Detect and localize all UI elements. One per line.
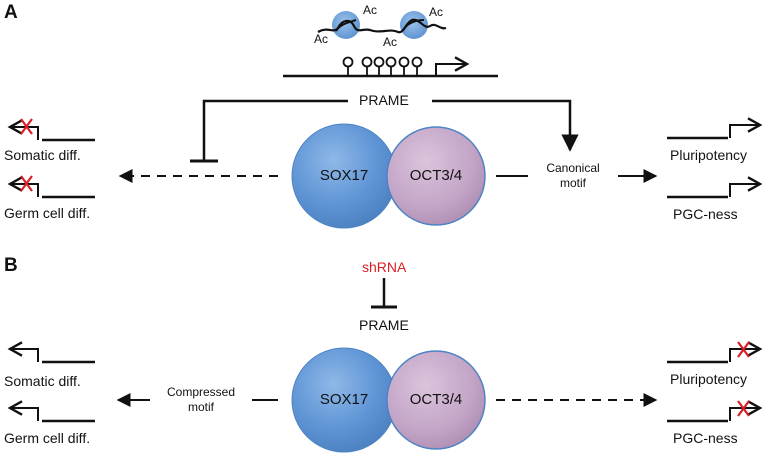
germ-cell-gene-a xyxy=(7,175,95,199)
pgc-ness-label-a: PGC-ness xyxy=(673,206,738,222)
motif-line-2: motif xyxy=(559,176,586,190)
shrna-inhibition xyxy=(371,278,397,309)
red-x-icon xyxy=(20,118,33,135)
pluripotency-label-a: Pluripotency xyxy=(670,147,748,163)
pluripotency-gene-a xyxy=(667,117,763,140)
acetyl-label: Ac xyxy=(363,3,378,17)
promoter-arrow xyxy=(435,56,470,76)
pluripotency-label-b: Pluripotency xyxy=(670,371,748,387)
acetyl-label: Ac xyxy=(314,32,329,46)
compressed-motif-label: Compressed motif xyxy=(152,385,250,415)
sox17-oct34-complex-a xyxy=(291,123,486,229)
nucleosome-2 xyxy=(400,11,428,39)
motif-line-1: Compressed xyxy=(166,385,236,399)
cpg-lollipops xyxy=(342,56,423,76)
motif-line-1: Canonical xyxy=(546,161,600,175)
prame-label-a: PRAME xyxy=(357,92,411,108)
panel-label-a: A xyxy=(4,2,18,23)
oct34-circle-b xyxy=(386,350,486,450)
chromatin-illustration xyxy=(317,11,447,39)
pluripotency-gene-b xyxy=(667,341,763,364)
somatic-gene-a xyxy=(7,118,95,142)
sox17-label-a: SOX17 xyxy=(319,167,369,184)
prame-label-b: PRAME xyxy=(359,317,409,333)
acetyl-label: Ac xyxy=(429,5,444,19)
prame-gene-locus xyxy=(283,56,498,78)
panel-label-b: B xyxy=(4,255,18,276)
pgc-gene-b xyxy=(667,400,763,423)
prame-regulation-lines-a xyxy=(190,99,579,163)
shrna-label: shRNA xyxy=(362,259,407,275)
red-x-icon xyxy=(737,400,750,417)
somatic-gene-b xyxy=(7,341,95,364)
germ-cell-diff-label-b: Germ cell diff. xyxy=(4,430,91,446)
sox17-oct34-complex-b xyxy=(291,347,486,453)
sox17-label-b: SOX17 xyxy=(319,391,369,408)
somatic-diff-label-a: Somatic diff. xyxy=(4,147,81,163)
pgc-ness-label-b: PGC-ness xyxy=(673,430,738,446)
oct34-circle-a xyxy=(386,126,486,226)
nucleosome-1 xyxy=(332,11,360,39)
germ-cell-gene-b xyxy=(7,400,95,423)
pgc-gene-a xyxy=(667,176,763,199)
canonical-motif-label: Canonical motif xyxy=(528,161,618,191)
red-x-icon xyxy=(20,175,33,192)
germ-cell-diff-label-a: Germ cell diff. xyxy=(4,205,91,221)
red-x-icon xyxy=(737,341,750,358)
somatic-diff-label-b: Somatic diff. xyxy=(4,373,81,389)
oct34-label-a: OCT3/4 xyxy=(409,167,463,184)
dna-strand xyxy=(317,18,447,34)
oct34-label-b: OCT3/4 xyxy=(409,391,463,408)
acetyl-label: Ac xyxy=(383,35,398,49)
motif-line-2: motif xyxy=(187,400,214,414)
